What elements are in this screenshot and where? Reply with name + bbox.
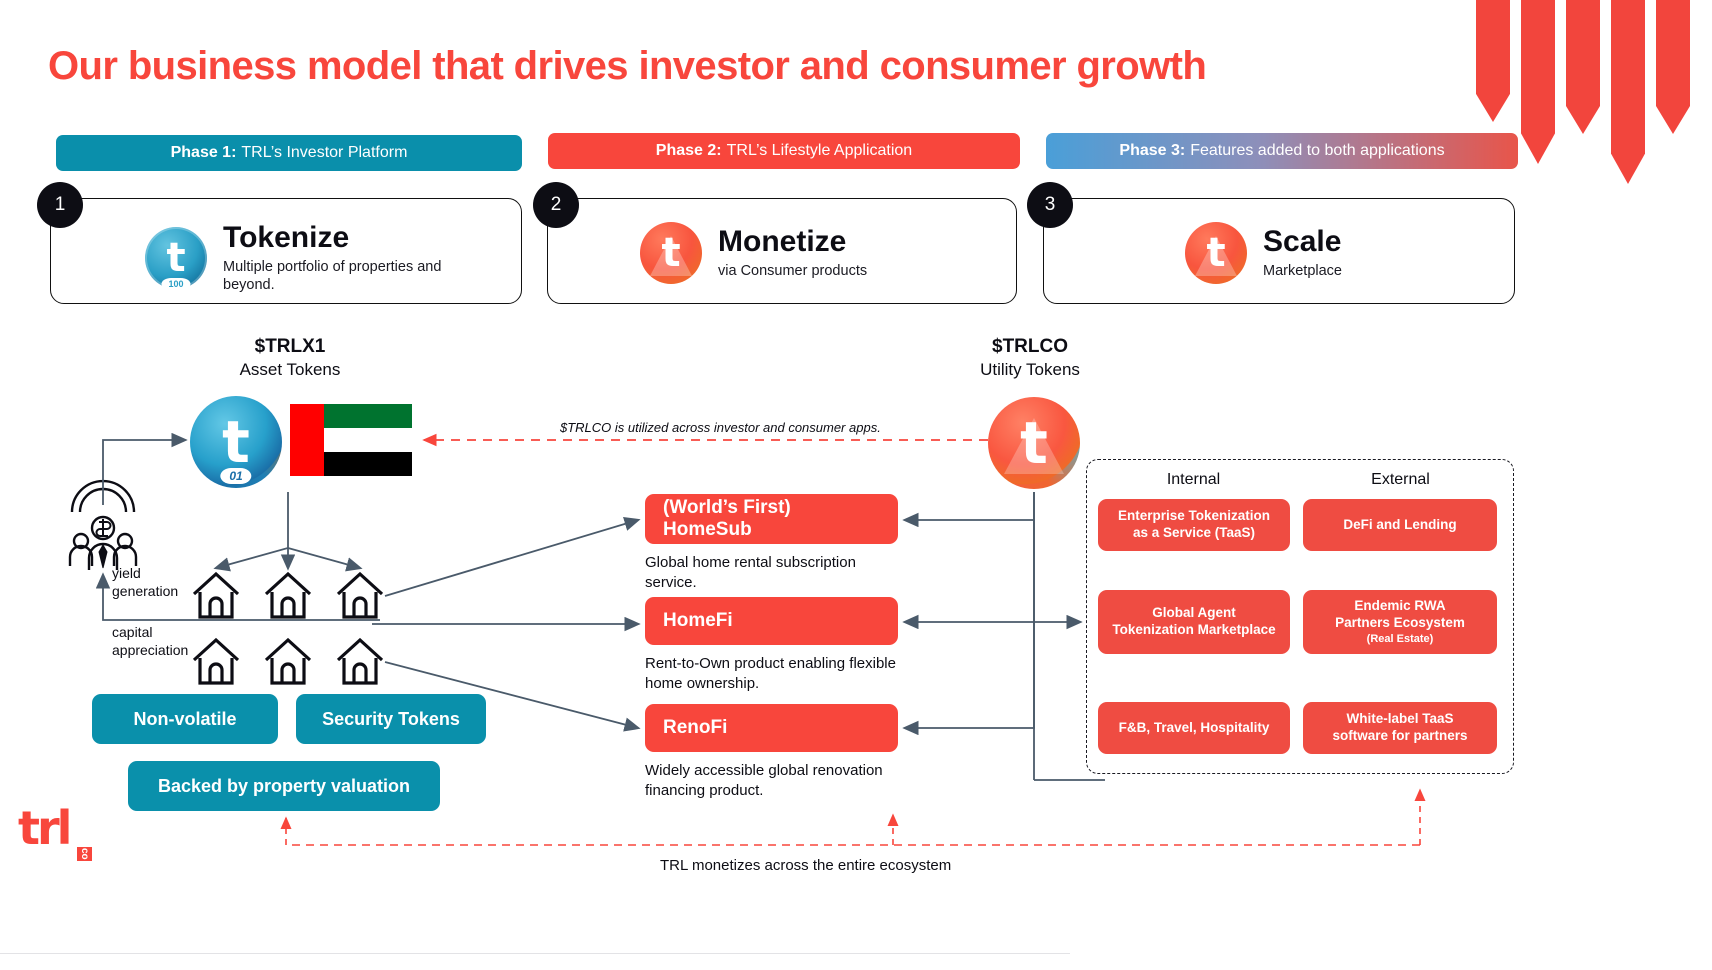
capital-line-1: capital <box>112 624 153 640</box>
utility-token-heading: $TRLCO Utility Tokens <box>930 336 1130 380</box>
decorative-bars-graphic <box>1476 0 1690 184</box>
token-badge-01: 01 <box>220 468 252 484</box>
product-homesub: (World’s First) HomeSub Global home rent… <box>645 494 898 592</box>
pill-backed-by-property-valuation: Backed by property valuation <box>128 761 440 811</box>
asset-token-name: Asset Tokens <box>239 360 341 379</box>
trl-token-red-icon: t <box>1185 222 1247 284</box>
line-2: Tokenization Marketplace <box>1112 622 1276 637</box>
annotation-footer-flow: TRL monetizes across the entire ecosyste… <box>660 857 952 874</box>
trl-token-blue-icon: t 100 <box>145 226 207 290</box>
phase-banner-3: Phase 3: Features added to both applicat… <box>1046 133 1518 169</box>
eco-internal-global-agent: Global Agent Tokenization Marketplace <box>1098 590 1290 654</box>
t-glyph: t <box>222 408 250 476</box>
phase-3-text: Features added to both applications <box>1190 142 1445 159</box>
phase-banner-1: Phase 1: TRL’s Investor Platform <box>56 135 522 171</box>
phase-banner-2: Phase 2: TRL’s Lifestyle Application <box>548 133 1020 169</box>
trl-logo-suffix: co <box>77 847 92 861</box>
eco-external-defi: DeFi and Lending <box>1303 499 1497 551</box>
t-glyph: t <box>1206 230 1226 276</box>
phase-1-label: Phase 1: <box>170 144 237 161</box>
token-badge-100: 100 <box>161 277 191 290</box>
phase-3-label: Phase 3: <box>1119 142 1186 159</box>
annotation-trlco-flow: $TRLCO is utilized across investor and c… <box>560 420 881 435</box>
product-homesub-title: (World’s First) HomeSub <box>645 494 898 544</box>
eco-internal-fnb-travel: F&B, Travel, Hospitality <box>1098 702 1290 754</box>
t-glyph: t <box>661 230 681 276</box>
line-1: Global Agent <box>1152 605 1236 621</box>
uae-flag-icon <box>290 404 412 476</box>
eco-external-white-label: White-label TaaS software for partners <box>1303 702 1497 754</box>
card-sub-scale: Marketplace <box>1263 262 1342 279</box>
product-renofi-title: RenoFi <box>645 704 898 752</box>
asset-token-symbol: $TRLX1 <box>254 336 326 357</box>
label-capital-appreciation: capital appreciation <box>112 624 188 659</box>
card-title-monetize: Monetize <box>718 225 847 259</box>
card-content-scale: t Scale Marketplace <box>1185 222 1342 284</box>
card-content-monetize: t Monetize via Consumer products <box>640 222 867 284</box>
trl-token-red-icon: t <box>640 222 702 284</box>
utility-token-name: Utility Tokens <box>980 360 1080 379</box>
pill-non-volatile: Non-volatile <box>92 694 278 744</box>
asset-token-heading: $TRLX1 Asset Tokens <box>190 336 390 380</box>
card-sub-monetize: via Consumer products <box>718 262 868 279</box>
step-number-2: 2 <box>533 182 579 228</box>
product-renofi-desc: Widely accessible global renovation fina… <box>645 762 883 799</box>
line-1: DeFi and Lending <box>1343 516 1457 532</box>
label-yield-generation: yield generation <box>112 565 178 600</box>
eco-internal-taas: Enterprise Tokenization as a Service (Ta… <box>1098 499 1290 551</box>
investors-icon <box>68 479 138 570</box>
phase-card-tokenize <box>50 198 522 304</box>
capital-line-2: appreciation <box>112 641 189 658</box>
line-2: software for partners <box>1332 728 1468 743</box>
trl-logo: trl co <box>18 801 92 863</box>
line-1: Endemic RWA <box>1354 597 1446 613</box>
line-1: Enterprise Tokenization <box>1117 508 1271 524</box>
trl-logo-word: trl <box>18 801 72 855</box>
ecosystem-panel <box>1086 459 1514 774</box>
card-sub-tokenize: Multiple portfolio of properties and bey… <box>223 258 442 293</box>
line-2: as a Service (TaaS) <box>1132 525 1256 540</box>
product-homefi: HomeFi Rent-to-Own product enabling flex… <box>645 597 898 693</box>
line-1: White-label TaaS <box>1346 711 1454 727</box>
product-homefi-desc: Rent-to-Own product enabling flexible ho… <box>645 655 896 692</box>
phase-1-text: TRL’s Investor Platform <box>241 144 408 161</box>
phase-card-monetize <box>547 198 1017 304</box>
utility-token-symbol: $TRLCO <box>992 336 1068 357</box>
product-homesub-desc: Global home rental subscription service. <box>645 554 856 591</box>
line-3: (Real Estate) <box>1366 632 1434 645</box>
card-title-tokenize: Tokenize <box>223 221 350 254</box>
line-1: F&B, Travel, Hospitality <box>1118 719 1270 735</box>
card-content-tokenize: t 100 Tokenize Multiple portfolio of pro… <box>145 222 473 294</box>
ecosystem-external-header: External <box>1371 471 1430 488</box>
product-renofi: RenoFi Widely accessible global renovati… <box>645 704 898 800</box>
product-homefi-title: HomeFi <box>645 597 898 645</box>
step-number-3: 3 <box>1027 182 1073 228</box>
phase-2-text: TRL’s Lifestyle Application <box>726 142 913 159</box>
house-icon-group-yield <box>192 571 384 619</box>
t-glyph: t <box>1020 409 1048 477</box>
eco-external-endemic-rwa: Endemic RWA Partners Ecosystem (Real Est… <box>1303 590 1497 654</box>
house-icon-group-capital <box>192 637 384 685</box>
ecosystem-internal-header: Internal <box>1166 471 1221 488</box>
yield-line-2: generation <box>112 582 179 599</box>
bottom-divider <box>0 953 1070 954</box>
yield-line-1: yield <box>112 565 141 581</box>
trlx1-coin-icon: t 01 <box>190 396 282 488</box>
pill-security-tokens: Security Tokens <box>296 694 486 744</box>
phase-2-label: Phase 2: <box>655 142 722 159</box>
line-2: Partners Ecosystem <box>1335 614 1465 630</box>
page-title: Our business model that drives investor … <box>48 44 1207 88</box>
card-title-scale: Scale <box>1263 225 1342 259</box>
t-glyph: t <box>166 234 186 281</box>
step-number-1: 1 <box>37 182 83 228</box>
trlco-coin-icon: t <box>988 397 1080 489</box>
phase-card-scale <box>1043 198 1515 304</box>
